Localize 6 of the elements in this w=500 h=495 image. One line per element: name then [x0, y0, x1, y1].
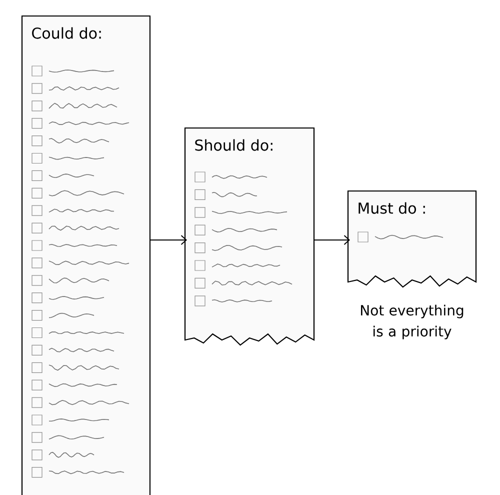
paper-sheet: Could do:: [21, 15, 151, 495]
arrow: [314, 235, 350, 245]
paper-sheet: Must do :: [347, 190, 477, 288]
arrow: [150, 235, 187, 245]
paper-sheet: Should do:: [184, 127, 315, 346]
node-label: Not everything is a priority: [361, 304, 464, 340]
